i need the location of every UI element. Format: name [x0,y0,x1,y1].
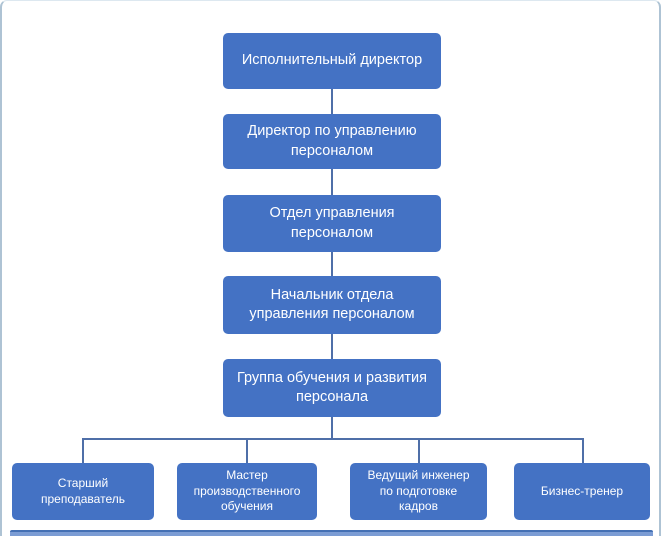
connector-chain-2 [331,169,333,195]
connector-drop-3 [418,439,420,463]
connector-chain-3 [331,252,333,276]
org-node-senior-lecturer[interactable]: Старший преподаватель [12,463,154,520]
org-node-lead-training-engineer[interactable]: Ведущий инженер по подготовке кадров [350,463,487,520]
connector-chain-5 [331,417,333,439]
connector-chain-1 [331,89,333,114]
org-node-industrial-training-master[interactable]: Мастер производственного обучения [177,463,317,520]
connector-drop-1 [82,439,84,463]
org-node-training-development-group[interactable]: Группа обучения и развития персонала [223,359,441,417]
org-node-executive-director[interactable]: Исполнительный директор [223,33,441,89]
org-node-hr-department[interactable]: Отдел управления персоналом [223,195,441,252]
org-node-hr-department-head[interactable]: Начальник отдела управления персоналом [223,276,441,334]
org-node-hr-director[interactable]: Директор по управлению персоналом [223,114,441,169]
connector-bus [82,438,584,440]
org-node-business-trainer[interactable]: Бизнес-тренер [514,463,650,520]
connector-drop-4 [582,439,584,463]
connector-chain-4 [331,334,333,359]
cut-off-shape-bottom [10,530,653,536]
connector-drop-2 [246,439,248,463]
